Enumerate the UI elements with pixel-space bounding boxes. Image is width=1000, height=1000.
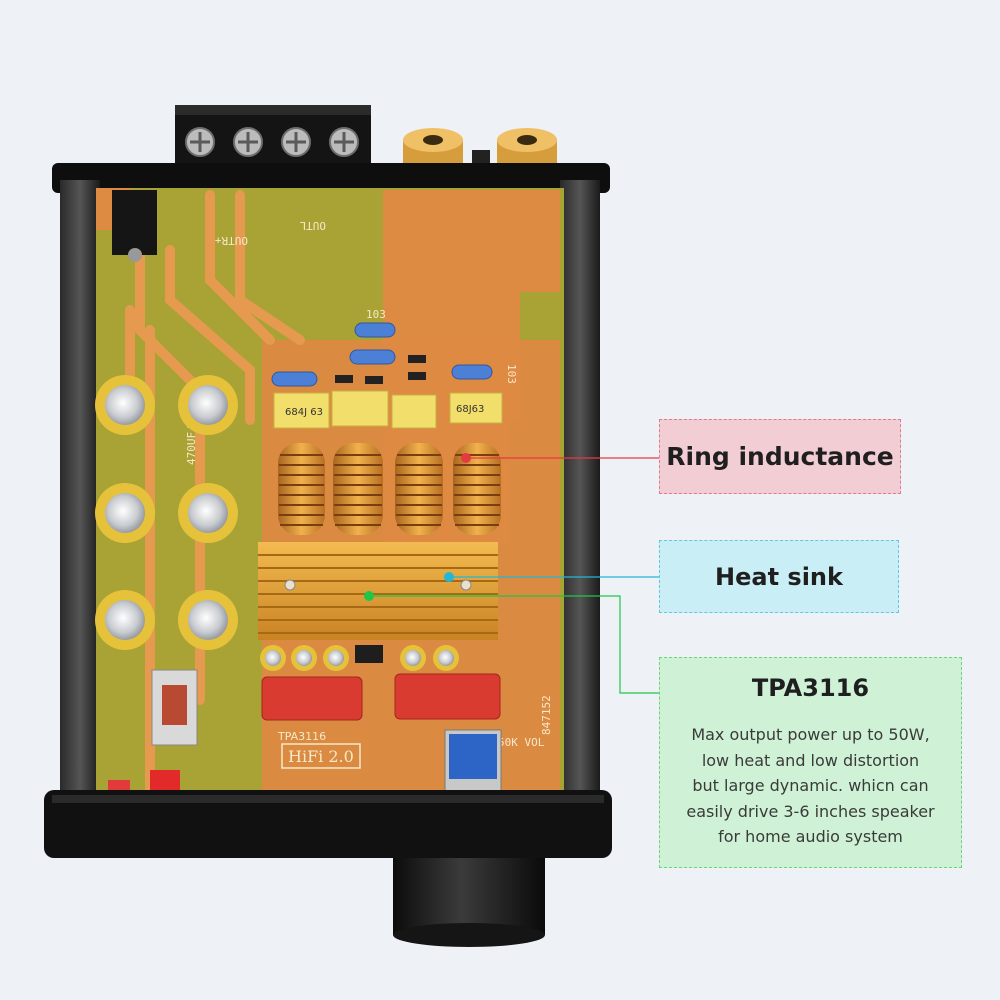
dc-jack [112,190,157,262]
ring-inductors [278,443,501,535]
silk-103-a: 103 [366,308,386,321]
tpa3116-description: Max output power up to 50W, low heat and… [686,722,934,850]
film-cap-label-2: 68J63 [456,404,484,415]
silk-vol: 50K VOL [498,736,545,749]
heat-sink-callout: Heat sink [659,540,899,613]
speaker-terminal-block [175,105,371,167]
volume-potentiometer [444,729,502,797]
power-switch [108,669,198,792]
heat-sink [258,542,498,640]
tpa-desc-line: easily drive 3-6 inches speaker [686,801,935,821]
smd-parts [335,355,426,384]
silk-outr: OUTR+ [215,234,248,247]
silk-hifi: HiFi 2.0 [288,747,354,766]
tpa3116-callout: TPA3116 Max output power up to 50W, low … [659,657,962,868]
ring-leader-line [461,453,659,463]
tpa-desc-line: but large dynamic. whicn can [692,776,929,795]
silk-outl: OUTL [299,219,326,232]
blue-capacitors [271,322,493,387]
silk-brand: TPA3116 [277,730,326,743]
silk-103-b: 103 [505,364,518,384]
tpa-leader-line [364,591,659,694]
red-capacitors [261,673,501,721]
film-cap-label: 684J 63 [285,407,323,418]
pcb-traces [125,190,305,805]
enclosure [52,163,610,820]
tpa-desc-line: Max output power up to 50W, [691,725,930,744]
electrolytic-capacitors [95,375,238,650]
ring-inductance-callout: Ring inductance [659,419,901,494]
heat-sink-label: Heat sink [715,562,843,591]
tpa-desc-line: for home audio system [718,827,903,846]
ring-inductance-label: Ring inductance [666,442,894,471]
tpa-desc-line: low heat and low distortion [701,750,920,770]
tpa3116-label: TPA3116 [751,674,870,702]
silk-code: 847152 [540,695,553,735]
film-capacitors: 684J 63 68J63 [273,390,503,429]
heat-leader-line [444,572,659,582]
front-panel [44,790,612,858]
small-capacitors [260,645,459,671]
